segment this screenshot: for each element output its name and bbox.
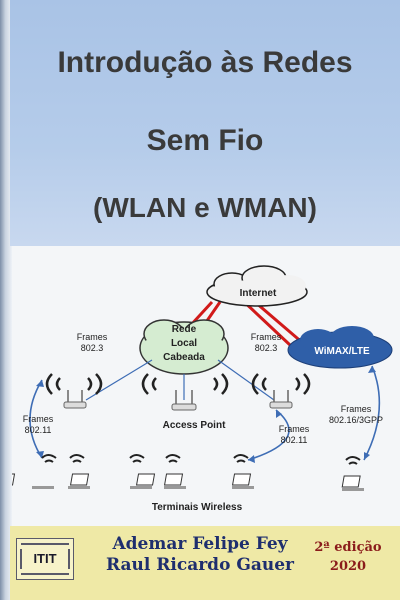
book-spine	[0, 0, 12, 600]
internet-cloud: Internet	[206, 265, 308, 307]
lan-label-2: Local	[171, 338, 197, 349]
title-line-1: Introdução às Redes	[57, 46, 353, 79]
frames-left-wifi-std: 802.11	[25, 425, 52, 435]
frames-mid-wifi: Frames	[279, 424, 310, 434]
author-2: Raul Ricardo Gauer	[106, 555, 294, 575]
publisher-logo-text: ITIT	[33, 551, 57, 566]
laptop-1	[12, 454, 57, 489]
access-point-label: Access Point	[163, 420, 226, 431]
title-band	[10, 0, 400, 246]
frames-mid-wifi-std: 802.11	[281, 435, 308, 445]
network-diagram: Internet Rede Local Cabeada WiMAX/LTE Fr…	[12, 265, 393, 513]
laptop-6	[341, 456, 364, 491]
lan-label-3: Cabeada	[163, 352, 205, 363]
edition-label: 2ª edição	[314, 540, 382, 555]
lan-to-ap-right-line	[217, 359, 275, 401]
wimax-cloud: WiMAX/LTE	[287, 326, 393, 369]
lan-label-1: Rede	[172, 324, 197, 335]
frames-right-top: Frames	[251, 332, 282, 342]
author-band	[10, 526, 400, 600]
frames-left-top: Frames	[77, 332, 108, 342]
wifi-arrow-left	[29, 379, 43, 459]
access-point-center	[141, 373, 229, 411]
frames-left-wifi: Frames	[23, 414, 54, 424]
laptop-5	[231, 454, 254, 489]
laptop-3	[129, 454, 156, 489]
subtitle: (WLAN e WMAN)	[93, 192, 317, 223]
wifi-arrow-center	[247, 409, 290, 461]
edition-info: 2ª edição 2020	[300, 538, 396, 576]
frames-wimax-std: 802.16/3GPP	[329, 415, 383, 425]
internet-label: Internet	[240, 288, 277, 299]
wimax-arrow	[363, 365, 381, 461]
author-1: Ademar Felipe Fey	[112, 534, 288, 554]
title-line-2: Sem Fio	[146, 124, 264, 157]
publisher-logo: ITIT	[16, 538, 74, 580]
access-point-right	[251, 373, 311, 409]
lan-cloud: Rede Local Cabeada	[139, 319, 229, 375]
frames-wimax: Frames	[341, 404, 372, 414]
access-point-left	[45, 373, 103, 409]
lan-to-ap-left-line	[85, 359, 153, 401]
frames-right-top-std: 802.3	[255, 343, 278, 353]
laptop-2	[68, 454, 90, 489]
edition-year: 2020	[329, 559, 367, 574]
authors: Ademar Felipe Fey Raul Ricardo Gauer	[100, 534, 300, 576]
wimax-label: WiMAX/LTE	[314, 346, 370, 357]
laptop-4	[163, 454, 186, 489]
frames-left-top-std: 802.3	[81, 343, 104, 353]
terminals-label: Terminais Wireless	[152, 502, 243, 513]
